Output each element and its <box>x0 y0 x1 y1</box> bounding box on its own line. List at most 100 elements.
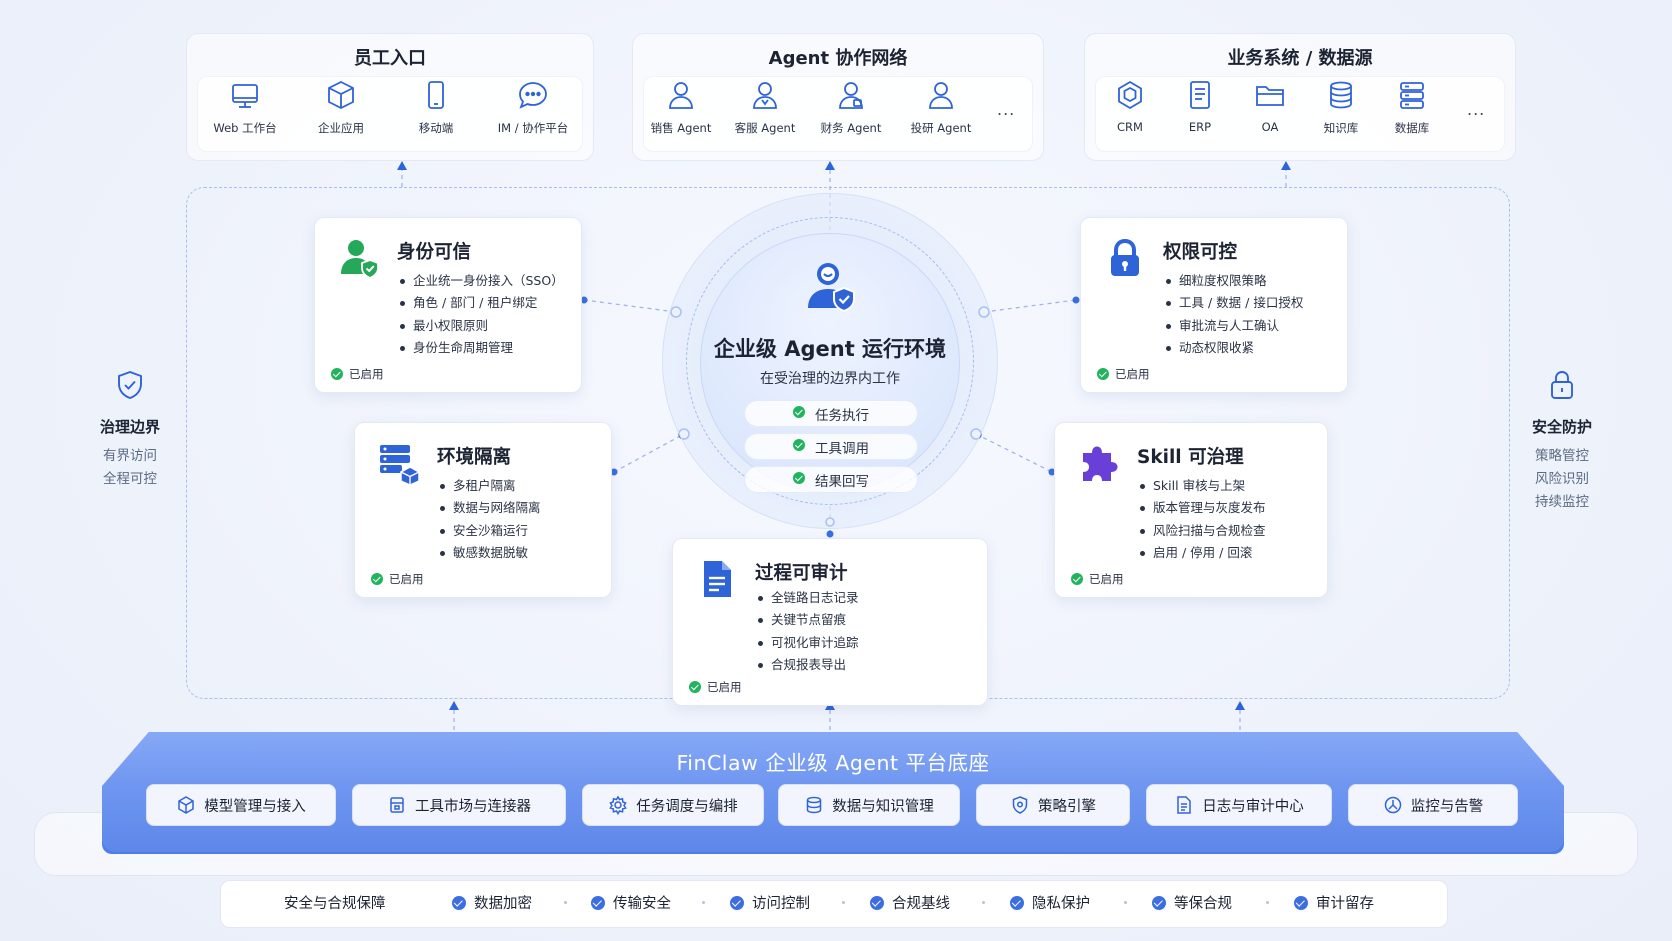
card-title: 权限可控 <box>1163 242 1238 263</box>
security-item-access: 访问控制 <box>730 892 810 913</box>
card-permission[interactable]: 权限可控 细粒度权限策略 工具 / 数据 / 接口授权 审批流与人工确认 动态权… <box>1080 217 1348 393</box>
business-systems-panel: 业务系统 / 数据源 CRM ERP OA 知识库 数据库 ... <box>1084 33 1516 161</box>
file-icon <box>704 561 731 597</box>
panel-title: Agent 协作网络 <box>768 48 908 69</box>
chip-model-management[interactable]: 模型管理与接入 <box>146 784 336 826</box>
alarm-icon <box>1384 796 1401 814</box>
server-cube-icon <box>380 445 420 485</box>
card-list: 全链路日志记录 关键节点留痕 可视化审计追踪 合规报表导出 <box>758 587 859 677</box>
check-icon <box>1010 895 1024 910</box>
entry-mobile[interactable]: 移动端 <box>388 78 484 136</box>
chat-icon <box>519 82 547 109</box>
shield-check-icon <box>118 370 142 400</box>
pill-task-execution: 任务执行 <box>744 400 918 427</box>
card-list: 企业统一身份接入（SSO） 角色 / 部门 / 租户绑定 最小权限原则 身份生命… <box>400 270 564 360</box>
platform-title: FinClaw 企业级 Agent 平台底座 <box>676 751 990 775</box>
card-list: 多租户隔离 数据与网络隔离 安全沙箱运行 敏感数据脱敏 <box>440 475 541 565</box>
user-icon <box>929 82 953 109</box>
entry-database[interactable]: 数据库 <box>1367 78 1457 136</box>
card-list: 细粒度权限策略 工具 / 数据 / 接口授权 审批流与人工确认 动态权限收紧 <box>1165 270 1303 360</box>
card-list: Skill 审核与上架 版本管理与灰度发布 风险扫描与合规检查 启用 / 停用 … <box>1140 475 1266 565</box>
entry-web[interactable]: Web 工作台 <box>197 78 293 136</box>
agent-network-panel: Agent 协作网络 销售 Agent 客服 Agent 财务 Agent 投研… <box>632 33 1044 161</box>
card-audit[interactable]: 过程可审计 全链路日志记录 关键节点留痕 可视化审计追踪 合规报表导出 已启用 <box>672 538 988 706</box>
pill-tool-call: 工具调用 <box>744 433 918 460</box>
chip-policy-engine[interactable]: 策略引擎 <box>976 784 1130 826</box>
store-icon <box>390 797 404 813</box>
more-systems[interactable]: ... <box>1467 100 1486 119</box>
card-isolation[interactable]: 环境隔离 多租户隔离 数据与网络隔离 安全沙箱运行 敏感数据脱敏 已启用 <box>354 422 612 598</box>
check-icon <box>689 681 701 693</box>
card-title: 身份可信 <box>397 242 472 263</box>
chip-log-audit[interactable]: 日志与审计中心 <box>1146 784 1332 826</box>
hexagon-icon <box>1118 80 1142 110</box>
server-icon <box>1400 82 1424 109</box>
agent-shield-icon <box>808 263 855 313</box>
entry-oa[interactable]: OA <box>1225 78 1315 134</box>
entry-im[interactable]: IM / 协作平台 <box>485 78 581 136</box>
status-badge: 已启用 <box>1097 366 1150 382</box>
entry-finance-agent[interactable]: 财务 Agent <box>803 78 899 136</box>
check-icon <box>793 405 805 418</box>
check-icon <box>870 895 884 910</box>
chip-data-knowledge[interactable]: 数据与知识管理 <box>778 784 960 826</box>
security-item-mlps: 等保合规 <box>1152 892 1232 913</box>
employee-entry-panel: 员工入口 Web 工作台 企业应用 移动端 IM / 协作平台 <box>186 33 594 161</box>
mobile-icon <box>428 81 444 109</box>
security-compliance-bar <box>220 880 1448 928</box>
check-icon <box>730 895 744 910</box>
entry-research-agent[interactable]: 投研 Agent <box>893 78 989 136</box>
card-title: Skill 可治理 <box>1137 447 1244 468</box>
user-icon <box>669 82 693 109</box>
entry-knowledge-base[interactable]: 知识库 <box>1296 78 1386 136</box>
card-skill[interactable]: Skill 可治理 Skill 审核与上架 版本管理与灰度发布 风险扫描与合规检… <box>1054 422 1328 598</box>
security-item-encryption: 数据加密 <box>452 892 532 913</box>
check-icon <box>452 895 466 910</box>
check-icon <box>1152 895 1166 910</box>
user-shield-icon <box>341 240 379 279</box>
check-icon <box>1097 368 1109 380</box>
card-title: 环境隔离 <box>437 447 512 468</box>
database-icon <box>1330 81 1352 109</box>
user-icon <box>839 82 863 109</box>
cube-icon <box>178 796 194 814</box>
check-icon <box>331 368 343 380</box>
entry-enterprise-app[interactable]: 企业应用 <box>293 78 389 136</box>
security-item-transport: 传输安全 <box>591 892 671 913</box>
security-item-retention: 审计留存 <box>1294 892 1374 913</box>
entry-crm[interactable]: CRM <box>1085 78 1175 134</box>
monitor-icon <box>232 84 258 108</box>
check-icon <box>371 573 383 585</box>
log-icon <box>1177 796 1191 814</box>
runtime-subtitle: 在受治理的边界内工作 <box>760 371 900 387</box>
entry-erp[interactable]: ERP <box>1155 78 1245 134</box>
folder-icon <box>1256 86 1284 106</box>
runtime-title: 企业级 Agent 运行环境 <box>713 337 947 361</box>
check-icon <box>591 895 605 910</box>
entry-sales-agent[interactable]: 销售 Agent <box>633 78 729 136</box>
card-identity[interactable]: 身份可信 企业统一身份接入（SSO） 角色 / 部门 / 租户绑定 最小权限原则… <box>314 217 582 393</box>
entry-service-agent[interactable]: 客服 Agent <box>717 78 813 136</box>
puzzle-icon <box>1083 446 1118 481</box>
shield-icon <box>1012 796 1028 814</box>
security-title: 安全与合规保障 <box>284 896 386 912</box>
check-icon <box>1294 895 1308 910</box>
side-governance-boundary: 治理边界 有界访问 全程可控 <box>80 368 180 491</box>
status-badge: 已启用 <box>331 366 384 382</box>
user-icon <box>753 82 777 109</box>
panel-title: 业务系统 / 数据源 <box>1227 48 1373 69</box>
check-icon <box>793 438 805 451</box>
security-item-baseline: 合规基线 <box>870 892 950 913</box>
check-icon <box>793 471 805 484</box>
chip-monitor-alert[interactable]: 监控与告警 <box>1348 784 1518 826</box>
chip-tool-market[interactable]: 工具市场与连接器 <box>352 784 566 826</box>
more-agents[interactable]: ... <box>997 100 1016 119</box>
security-item-privacy: 隐私保护 <box>1010 892 1090 913</box>
lock-icon <box>1551 371 1573 399</box>
cube-icon <box>328 80 354 110</box>
chip-task-scheduling[interactable]: 任务调度与编排 <box>582 784 764 826</box>
document-icon <box>1190 81 1210 109</box>
status-badge: 已启用 <box>689 679 742 695</box>
pill-result-writeback: 结果回写 <box>744 466 918 493</box>
panel-title: 员工入口 <box>354 48 426 69</box>
